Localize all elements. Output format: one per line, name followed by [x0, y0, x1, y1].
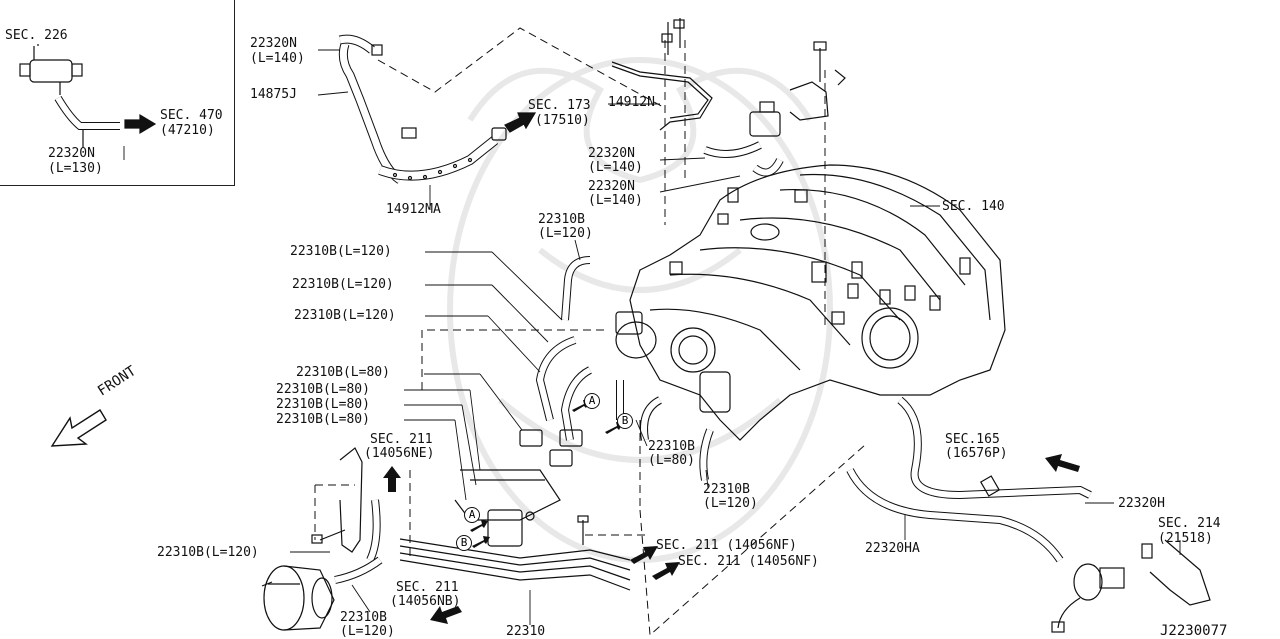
label-22320n-mid1-length: (L=140) [588, 160, 643, 175]
label-22320n-mid2: 22320N [588, 179, 635, 194]
hose-22320h [897, 396, 1092, 500]
label-22310b-top: 22310B [538, 212, 585, 227]
label-22310b-left-l120: 22310B(L=120) [157, 545, 259, 560]
label-22310b-right-l120: 22310B [703, 482, 750, 497]
small-arrow-b2-icon [472, 536, 490, 548]
inset-sec-470-code: (47210) [160, 123, 215, 138]
callout-b2-bubble: B [456, 535, 472, 551]
label-22310b-l80-1: 22310B(L=80) [296, 365, 390, 380]
label-22320n-top: 22320N [250, 36, 297, 51]
flow-arrow-icons [383, 400, 1080, 624]
callout-a2-bubble: A [464, 507, 480, 523]
label-22310b-right-l80-length: (L=80) [648, 453, 695, 468]
label-sec-214-code: (21518) [1158, 531, 1213, 546]
egr-valve [615, 311, 731, 413]
canister-solenoid [261, 556, 383, 631]
label-22310b-bottom-length: (L=120) [340, 624, 395, 639]
sec211nf-arrow2-icon [652, 562, 680, 580]
inset-sec-226: SEC. 226 [5, 28, 68, 43]
label-22310b-l80-3: 22310B(L=80) [276, 397, 370, 412]
hose-22320n-top [338, 34, 403, 184]
tube-14912ma [378, 127, 507, 181]
label-sec-214: SEC. 214 [1158, 516, 1221, 531]
bracket-21518 [1051, 539, 1211, 633]
label-sec-165: SEC.165 [945, 432, 1000, 447]
harness-14912n [611, 18, 713, 131]
label-14912n: 14912N [608, 95, 655, 110]
leader-lines [123, 49, 1181, 625]
label-sec-173-code: (17510) [535, 113, 590, 128]
sec165-arrow-icon [1045, 454, 1080, 472]
pipe-bundle-22310 [399, 469, 631, 591]
vsv-solenoid [749, 41, 846, 137]
label-22320n-top-length: (L=140) [250, 51, 305, 66]
label-sec-211-nf-2: SEC. 211 (14056NF) [678, 554, 819, 569]
label-sec-211-nf-1: SEC. 211 (14056NF) [656, 538, 797, 553]
sec211nf-arrow1-icon [630, 546, 658, 564]
label-14875j: 14875J [250, 87, 297, 102]
diagram-id: J2230077 [1160, 623, 1228, 639]
sec211nb-arrow-icon [430, 606, 462, 624]
label-22310b-l120-2: 22310B(L=120) [292, 277, 394, 292]
label-22310b-bottom: 22310B [340, 610, 387, 625]
label-sec-211-nb-code: (14056NB) [390, 594, 461, 609]
label-22320h: 22320H [1118, 496, 1165, 511]
label-14912ma: 14912MA [386, 202, 441, 217]
bracket-left [311, 447, 381, 562]
hose-22320n-mid [703, 141, 784, 177]
intake-manifold [629, 164, 1006, 441]
label-sec-140: SEC. 140 [942, 199, 1005, 214]
label-22310: 22310 [506, 624, 546, 639]
inset-sensor [19, 46, 83, 95]
inset-hose [54, 95, 120, 130]
sec211ne-arrow-icon [383, 466, 401, 492]
label-sec-211-nb: SEC. 211 [396, 580, 459, 595]
label-22320n-mid2-length: (L=140) [588, 193, 643, 208]
callout-a-bubble: A [584, 393, 600, 409]
label-sec-165-code: (16576P) [945, 446, 1008, 461]
small-arrow-a2-icon [470, 520, 488, 532]
label-22310b-l80-2: 22310B(L=80) [276, 382, 370, 397]
label-22310b-l80-4: 22310B(L=80) [276, 412, 370, 427]
label-sec-173: SEC. 173 [528, 98, 591, 113]
label-22320n-mid1: 22320N [588, 146, 635, 161]
inset-arrow-icon [124, 113, 157, 135]
sec173-arrow-icon [504, 112, 537, 133]
front-arrow-icon [50, 409, 107, 447]
label-22310b-l120-3: 22310B(L=120) [294, 308, 396, 323]
label-22310b-l120-1: 22310B(L=120) [290, 244, 392, 259]
inset-hose-part: 22320N [48, 146, 95, 161]
label-22310b-right-l80: 22310B [648, 439, 695, 454]
label-22320ha: 22320HA [865, 541, 920, 556]
inset-hose-length: (L=130) [48, 161, 103, 176]
hose-22320ha [846, 468, 1064, 563]
inset-panel [0, 0, 235, 186]
callout-b-bubble: B [617, 413, 633, 429]
label-sec-211-ne-code: (14056NE) [364, 446, 435, 461]
label-22310b-right-l120-length: (L=120) [703, 496, 758, 511]
dashed-guides [314, 27, 866, 637]
label-22310b-top-length: (L=120) [538, 226, 593, 241]
label-sec-211-ne: SEC. 211 [370, 432, 433, 447]
inset-sec-470: SEC. 470 [160, 108, 223, 123]
